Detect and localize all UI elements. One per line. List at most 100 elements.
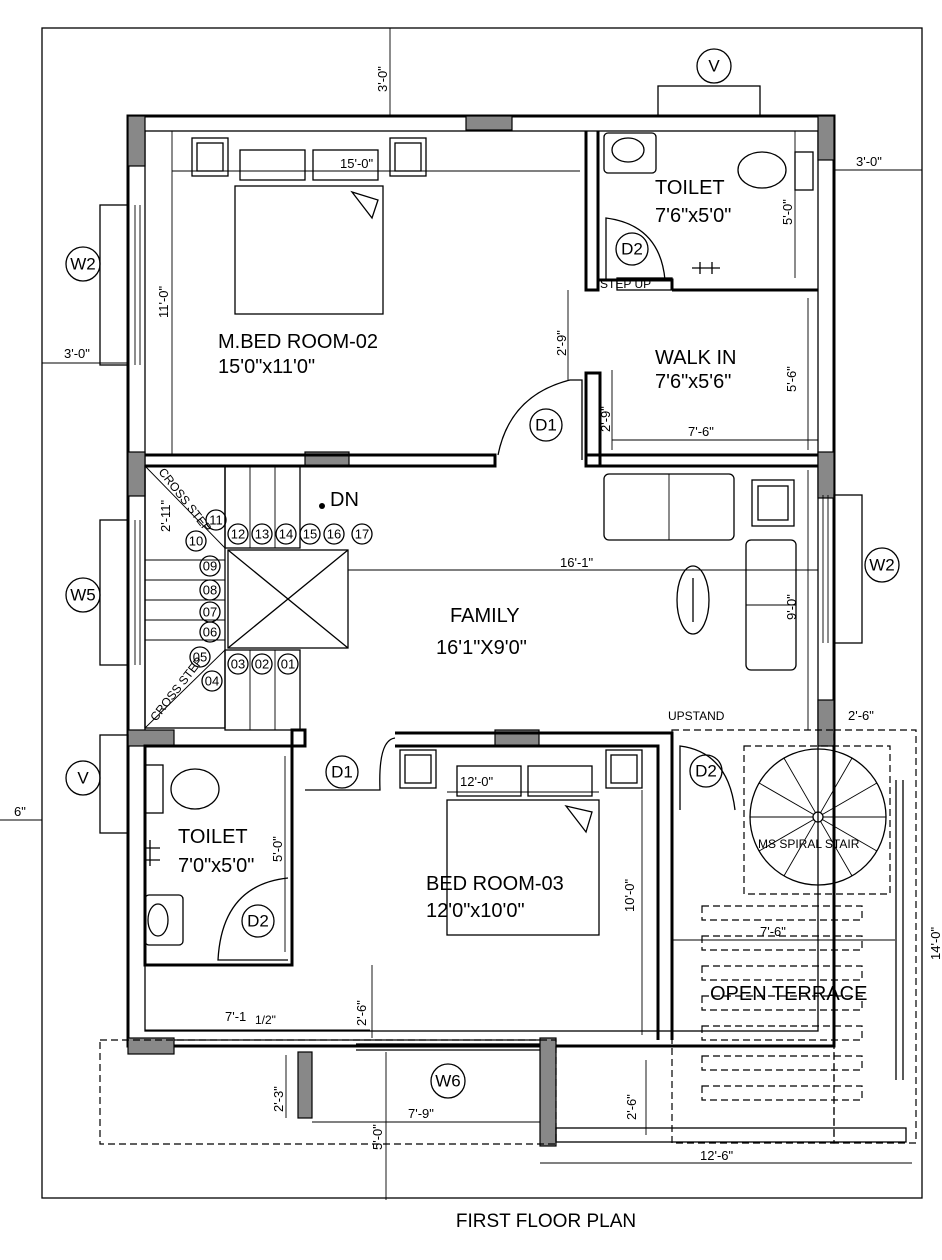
bedroom-03: BED ROOM-03 12'0"x10'0" 12'-0" 10'-0" 7'… [145,731,674,1040]
tag-w6: W6 [430,1063,466,1099]
spiral-tread [822,819,878,852]
master-bedroom: M.BED ROOM-02 15'0"x11'0" 15'-0" 11'-0" [145,131,600,468]
dim-bottom-setback: 5'-0" [370,1124,385,1150]
toilet-bottom-size: 7'0"x5'0" [178,855,254,877]
dim-walkin-depth: 5'-6" [784,366,799,392]
dim-walkin-width: 7'-6" [688,424,714,439]
toilet-top: TOILET 7'6"x5'0" STEP UP 5'-0" [596,131,818,292]
stair-step-number: 04 [205,673,219,688]
open-terrace: OPEN TERRACE MS SPIRAL STAIR 7'-6" 2'-6"… [555,708,942,1144]
dim-bed-depth: 10'-0" [622,878,637,912]
stair-step-circle [299,523,321,545]
spiral-tread [783,757,816,813]
stair-step-number: 14 [279,526,293,541]
tag-v-left: V [65,760,101,796]
stair-step-number: 01 [281,656,295,671]
stair-step-circle [251,523,273,545]
stair-step-number: 17 [355,526,369,541]
stair-step-circle [227,523,249,545]
stair-step-circle [199,555,221,577]
stair-step-circle [185,530,207,552]
dim-left-setback: 3'-0" [64,346,90,361]
dim-terrace-setback: 2'-6" [848,708,874,723]
spiral-stair-name: MS SPIRAL STAIR [758,837,860,851]
plot-boundary [41,27,923,1199]
svg-text:W2: W2 [869,555,895,574]
dim-master-width: 15'-0" [340,156,374,171]
dim-walkin-top: 2'-9" [554,330,569,356]
dim-bath-gap: 2'-6" [354,1000,369,1026]
bed-03-size: 12'0"x10'0" [426,900,525,922]
tag-v-top: V [696,48,732,84]
windows [99,85,863,834]
stair-step-number: 03 [231,656,245,671]
svg-text:D2: D2 [247,911,269,930]
tag-d2-terrace: D2 [689,754,723,788]
stair-step-number: 13 [255,526,269,541]
spiral-tread [820,821,853,877]
svg-text:W6: W6 [435,1071,461,1090]
upstand-label: UPSTAND [668,709,725,723]
bed-03-name: BED ROOM-03 [426,873,564,895]
dim-terrace-width: 7'-6" [760,924,786,939]
stair-step-number: 12 [231,526,245,541]
spiral-tread [758,819,814,852]
dim-toilet-depth: 5'-0" [780,199,795,225]
stair-step-number: 07 [203,604,217,619]
bottom-balcony: 2'-3" 2'-6" 5'-0" 7'-9" 12'-6" [99,1039,912,1200]
dim-master-depth: 11'-0" [156,285,171,318]
stair-step-circle [205,509,227,531]
svg-text:W5: W5 [70,585,96,604]
stair-step-circle [251,653,273,675]
stair-step-number: 08 [203,582,217,597]
dim-terrace-right: 14'-0" [928,926,942,960]
tag-w2-left: W2 [65,246,101,282]
walk-in: WALK IN 7'6"x5'6" 2'-9" 2'-9" 7'-6" 5'-6… [554,290,818,468]
svg-text:V: V [77,768,89,787]
staircase: DN CROSS STEP CROSS STEP 2'-11" 01020304… [144,465,373,731]
svg-text:W2: W2 [70,254,96,273]
spiral-treads [750,749,886,885]
dim-bottom-left: 2'-3" [271,1086,286,1112]
tag-d1-bed: D1 [325,755,359,789]
svg-text:D1: D1 [535,415,557,434]
dim-bottom-total: 12'-6" [700,1148,734,1163]
stair-step-number: 10 [189,533,203,548]
dim-stair-landing: 2'-11" [158,499,173,532]
family-area: FAMILY 16'1"X9'0" 16'-1" 9'-0" UPSTAND [348,470,818,730]
stair-step-number: 09 [203,558,217,573]
cross-step-bottom: CROSS STEP [147,654,206,724]
spiral-tread [820,757,853,813]
family-size: 16'1"X9'0" [436,637,527,659]
spiral-tread [783,821,816,877]
stair-step-number: 11 [209,512,223,527]
tags: V W2 W5 V W2 W6 D1 D1 D2 D2 D2 [65,48,900,1099]
svg-text:D2: D2 [621,239,643,258]
plan-title: FIRST FLOOR PLAN [456,1211,636,1232]
spiral-tread [822,782,878,815]
dn-label: DN [330,489,359,511]
stair-step-circle [351,523,373,545]
dim-walkin-mid: 2'-9" [598,406,613,432]
walk-in-name: WALK IN [655,347,737,369]
stair-step-circle [277,653,299,675]
stair-step-circle [199,601,221,623]
walk-in-size: 7'6"x5'6" [655,371,731,393]
step-up-label: STEP UP [600,277,651,291]
stair-step-circle [275,523,297,545]
setback-dimensions: 3'-0" 3'-0" 3'-0" 6" [0,28,922,821]
tag-w5: W5 [65,577,101,613]
svg-text:D1: D1 [331,762,353,781]
stair-step-number: 16 [327,526,341,541]
tag-d2-top: D2 [615,232,649,266]
toilet-top-name: TOILET [655,177,725,199]
dim-family-width: 16'-1" [560,555,594,570]
terrace-name: OPEN TERRACE [710,983,867,1005]
tag-d1-master: D1 [529,408,563,442]
svg-text:D2: D2 [695,761,717,780]
stair-step-circle [189,646,211,668]
dim-bed-width: 12'-0" [460,774,494,789]
toilet-bottom: TOILET 7'0"x5'0" 5'-0" [143,728,307,967]
tag-d2-bath: D2 [241,904,275,938]
